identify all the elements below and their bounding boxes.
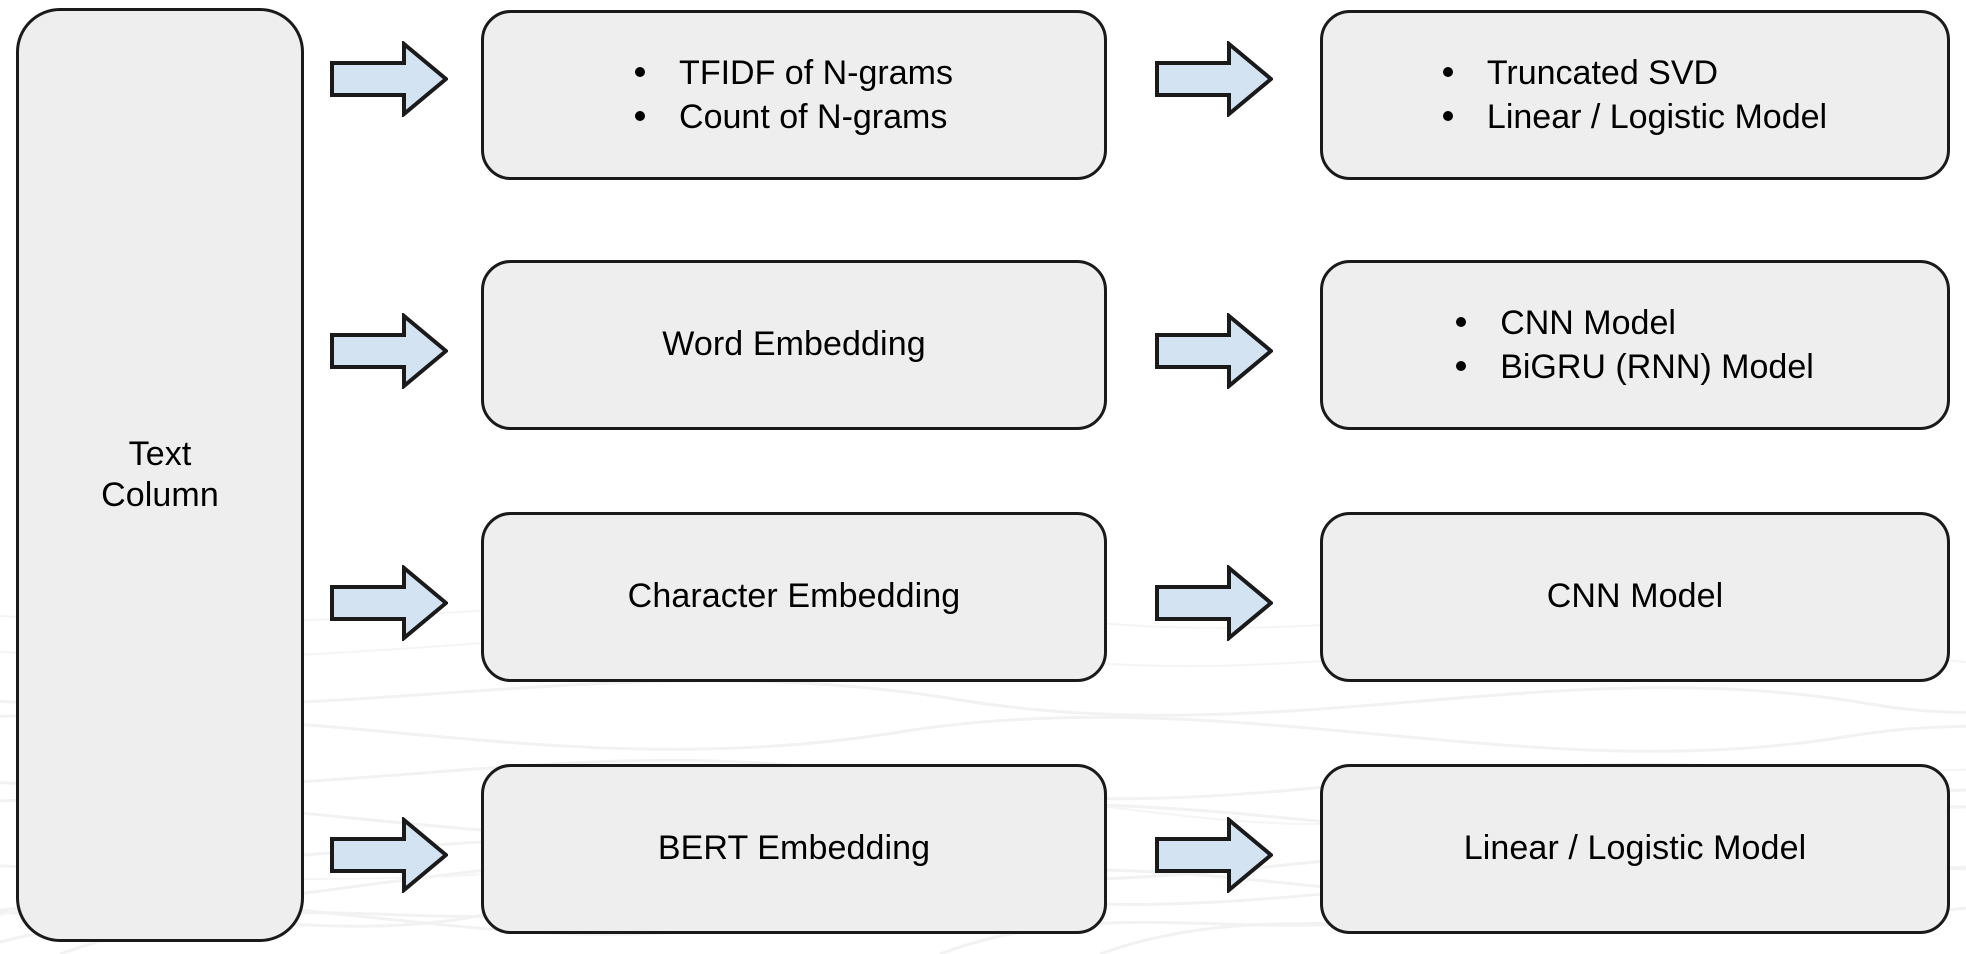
- feature-bullet-list-row1: TFIDF of N-grams Count of N-grams: [635, 51, 953, 139]
- arrow-right-icon-row2-right: [1155, 313, 1273, 389]
- model-bullet-list-row2: CNN Model BiGRU (RNN) Model: [1456, 301, 1814, 389]
- feature-box-row3[interactable]: Character Embedding: [481, 512, 1107, 682]
- feature-bullet-label: Count of N-grams: [679, 98, 948, 136]
- feature-box-row1[interactable]: TFIDF of N-grams Count of N-grams: [481, 10, 1107, 180]
- model-bullet-list-row1: Truncated SVD Linear / Logistic Model: [1442, 51, 1828, 139]
- bullet-dot-icon: [635, 66, 646, 77]
- model-box-row2[interactable]: CNN Model BiGRU (RNN) Model: [1320, 260, 1950, 430]
- list-item: BiGRU (RNN) Model: [1456, 345, 1814, 389]
- bullet-dot-icon: [1442, 111, 1453, 121]
- model-bullet-label: Truncated SVD: [1486, 53, 1719, 92]
- feature-box-row4[interactable]: BERT Embedding: [481, 764, 1107, 934]
- model-box-row1[interactable]: Truncated SVD Linear / Logistic Model: [1320, 10, 1950, 180]
- list-item: CNN Model: [1456, 301, 1814, 345]
- arrow-right-icon-row3-right: [1155, 565, 1273, 641]
- bullet-dot-icon: [1456, 361, 1467, 371]
- list-item: Truncated SVD: [1442, 51, 1827, 95]
- list-item: TFIDF of N-grams: [635, 51, 953, 95]
- bullet-dot-icon: [1442, 66, 1453, 77]
- arrow-right-icon-row3-left: [330, 565, 448, 641]
- model-box-row3[interactable]: CNN Model: [1320, 512, 1950, 682]
- bullet-dot-icon: [1456, 316, 1467, 327]
- feature-box-label: BERT Embedding: [657, 829, 931, 868]
- feature-box-label: Character Embedding: [627, 577, 961, 616]
- arrow-right-icon-row1-right: [1155, 41, 1273, 117]
- list-item: Count of N-grams: [635, 95, 953, 139]
- feature-bullet-label: TFIDF of N-grams: [679, 53, 953, 92]
- model-box-row4[interactable]: Linear / Logistic Model: [1320, 764, 1950, 934]
- model-bullet-label: Linear / Logistic Model: [1486, 98, 1828, 136]
- model-bullet-label: CNN Model: [1500, 303, 1676, 342]
- bullet-dot-icon: [635, 111, 646, 121]
- model-box-label: CNN Model: [1546, 577, 1724, 616]
- source-box-text-column[interactable]: Text Column: [16, 8, 304, 942]
- model-bullet-label: BiGRU (RNN) Model: [1500, 348, 1814, 386]
- model-box-label: Linear / Logistic Model: [1463, 829, 1807, 868]
- arrow-right-icon-row2-left: [330, 313, 448, 389]
- arrow-right-icon-row4-left: [330, 817, 448, 893]
- arrow-right-icon-row4-right: [1155, 817, 1273, 893]
- source-box-label: Text Column: [101, 434, 219, 514]
- feature-box-row2[interactable]: Word Embedding: [481, 260, 1107, 430]
- feature-box-label: Word Embedding: [662, 325, 926, 364]
- arrow-right-icon-row1-left: [330, 41, 448, 117]
- list-item: Linear / Logistic Model: [1442, 95, 1828, 139]
